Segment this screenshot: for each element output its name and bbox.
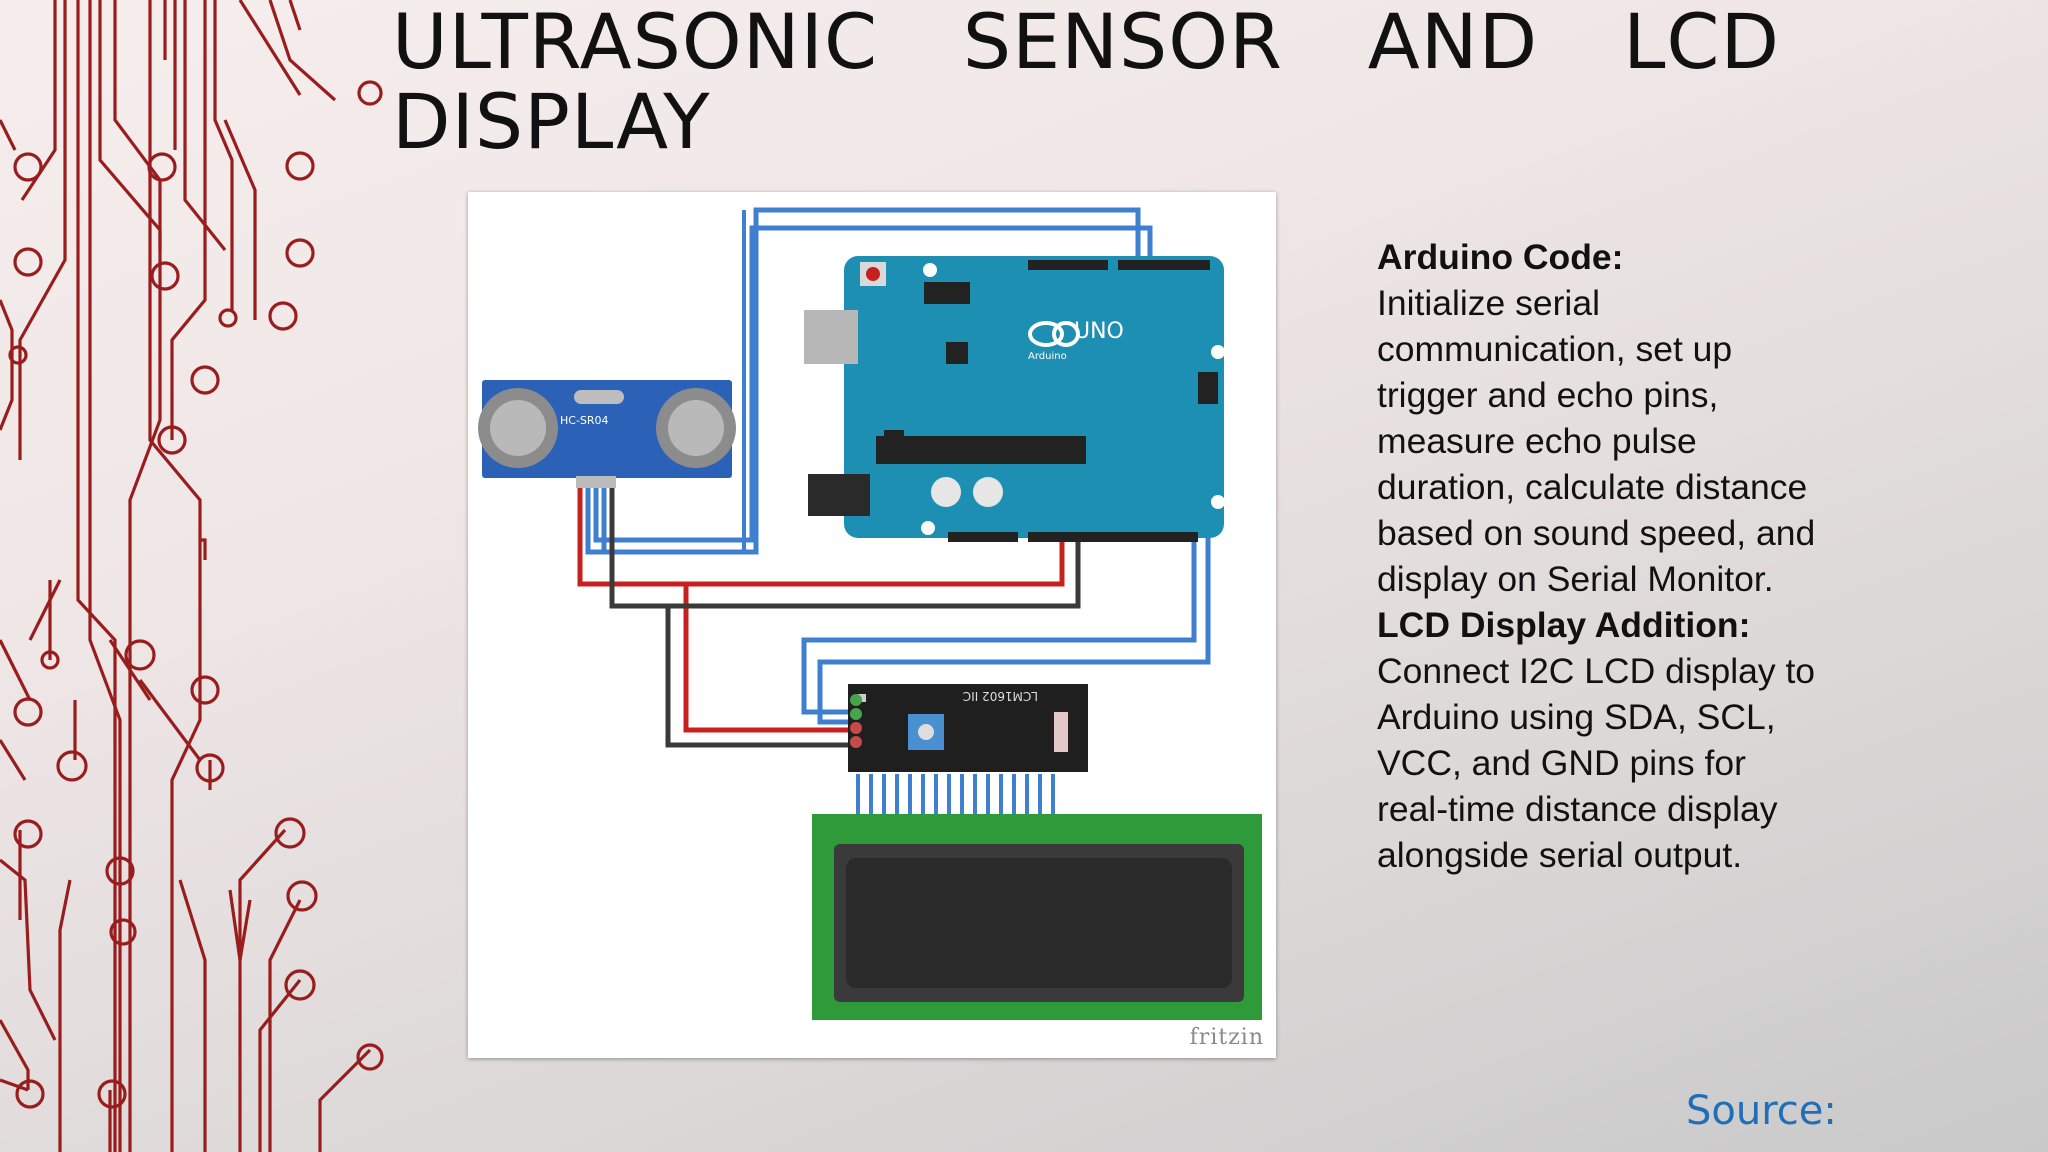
arduino-board: UNO Arduino xyxy=(804,256,1225,542)
board-brand: Arduino xyxy=(1028,351,1067,362)
lcd-addition-text: Connect I2C LCD display to Arduino using… xyxy=(1377,651,1816,875)
ultrasonic-sensor: HC-SR04 xyxy=(478,380,736,488)
slide-title: ULTRASONIC SENSOR AND LCD DISPLAY xyxy=(392,0,1780,166)
description-text: Arduino Code: Initialize serial communic… xyxy=(1377,234,1817,878)
circuit-decoration xyxy=(0,0,384,1152)
sensor-label: HC-SR04 xyxy=(560,414,609,427)
source-link[interactable]: Source: xyxy=(1686,1088,1837,1134)
circuit-diagram: UNO Arduino HC-SR04 xyxy=(468,192,1276,1058)
heading-arduino-code: Arduino Code: xyxy=(1377,237,1624,277)
i2c-module: LCM1602 IIC xyxy=(848,684,1088,772)
arduino-code-text: Initialize serial communication, set up … xyxy=(1377,283,1816,599)
board-label: UNO xyxy=(1074,319,1124,344)
lcd-module-label: LCM1602 IIC xyxy=(963,689,1038,703)
fritzing-watermark: fritzin xyxy=(1189,1025,1264,1050)
wiring-diagram: UNO Arduino HC-SR04 xyxy=(478,207,1262,1020)
lcd-display xyxy=(812,814,1262,1020)
heading-lcd-addition: LCD Display Addition: xyxy=(1377,605,1751,645)
